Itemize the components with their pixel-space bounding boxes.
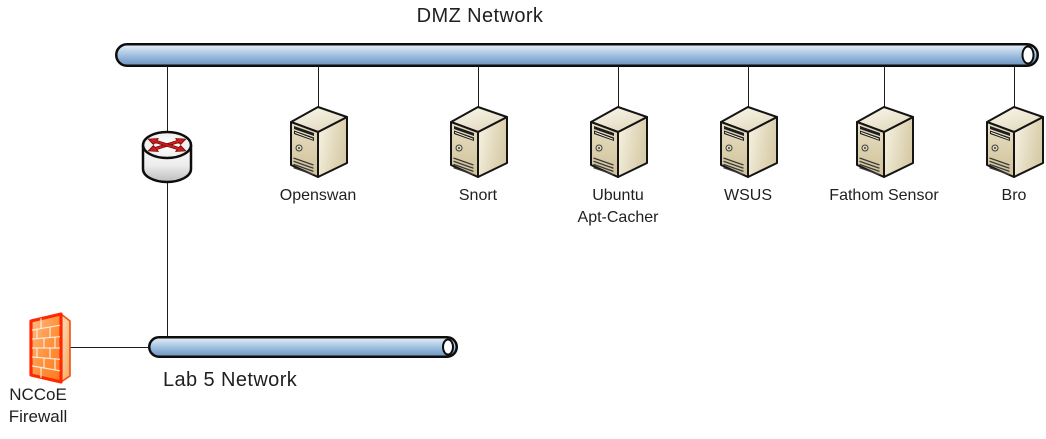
- server-node: Fathom Sensor: [814, 66, 954, 240]
- server-label: Snort: [408, 185, 548, 207]
- connector-line-router-lab: [166, 180, 168, 338]
- connector-line: [317, 66, 319, 109]
- server-icon: [450, 106, 508, 178]
- server-label-line: Openswan: [279, 187, 357, 204]
- connector-line: [747, 66, 749, 109]
- connector-line: [883, 66, 885, 109]
- server-label-line: Ubuntu: [592, 187, 644, 204]
- firewall-label: NCCoE Firewall: [2, 384, 74, 428]
- server-icon: [986, 106, 1044, 178]
- firewall-icon: [29, 312, 71, 384]
- server-icon: [590, 106, 648, 178]
- server-label: Openswan: [248, 185, 388, 207]
- server-icon: [290, 106, 348, 178]
- connector-line-firewall-lab: [70, 347, 148, 348]
- server-label-line: Fathom Sensor: [829, 187, 939, 204]
- connector-line: [1013, 66, 1015, 109]
- connector-line-dmz-router: [166, 66, 168, 132]
- firewall-label-line1: NCCoE: [9, 385, 67, 404]
- server-icon: [856, 106, 914, 178]
- connector-line: [617, 66, 619, 109]
- dmz-network-title: DMZ Network: [416, 5, 544, 27]
- dmz-network-bus-icon: [115, 43, 1039, 67]
- server-label-line: WSUS: [724, 187, 772, 204]
- server-node: Bro: [944, 66, 1046, 240]
- server-label: WSUS: [678, 185, 818, 207]
- lab5-network-title: Lab 5 Network: [163, 369, 298, 391]
- server-node: WSUS: [678, 66, 818, 240]
- server-node: Openswan: [248, 66, 388, 240]
- server-label: Fathom Sensor: [814, 185, 954, 207]
- server-label-line: Snort: [458, 187, 498, 204]
- connector-line: [477, 66, 479, 109]
- server-node: Snort: [408, 66, 548, 240]
- server-icon: [720, 106, 778, 178]
- router-icon: [141, 130, 193, 184]
- lab5-network-bus-icon: [148, 336, 458, 358]
- server-label: Bro: [944, 185, 1046, 207]
- server-label-line: Apt-Cacher: [577, 209, 659, 226]
- server-label-line: Bro: [1001, 187, 1027, 204]
- firewall-label-line2: Firewall: [8, 407, 68, 426]
